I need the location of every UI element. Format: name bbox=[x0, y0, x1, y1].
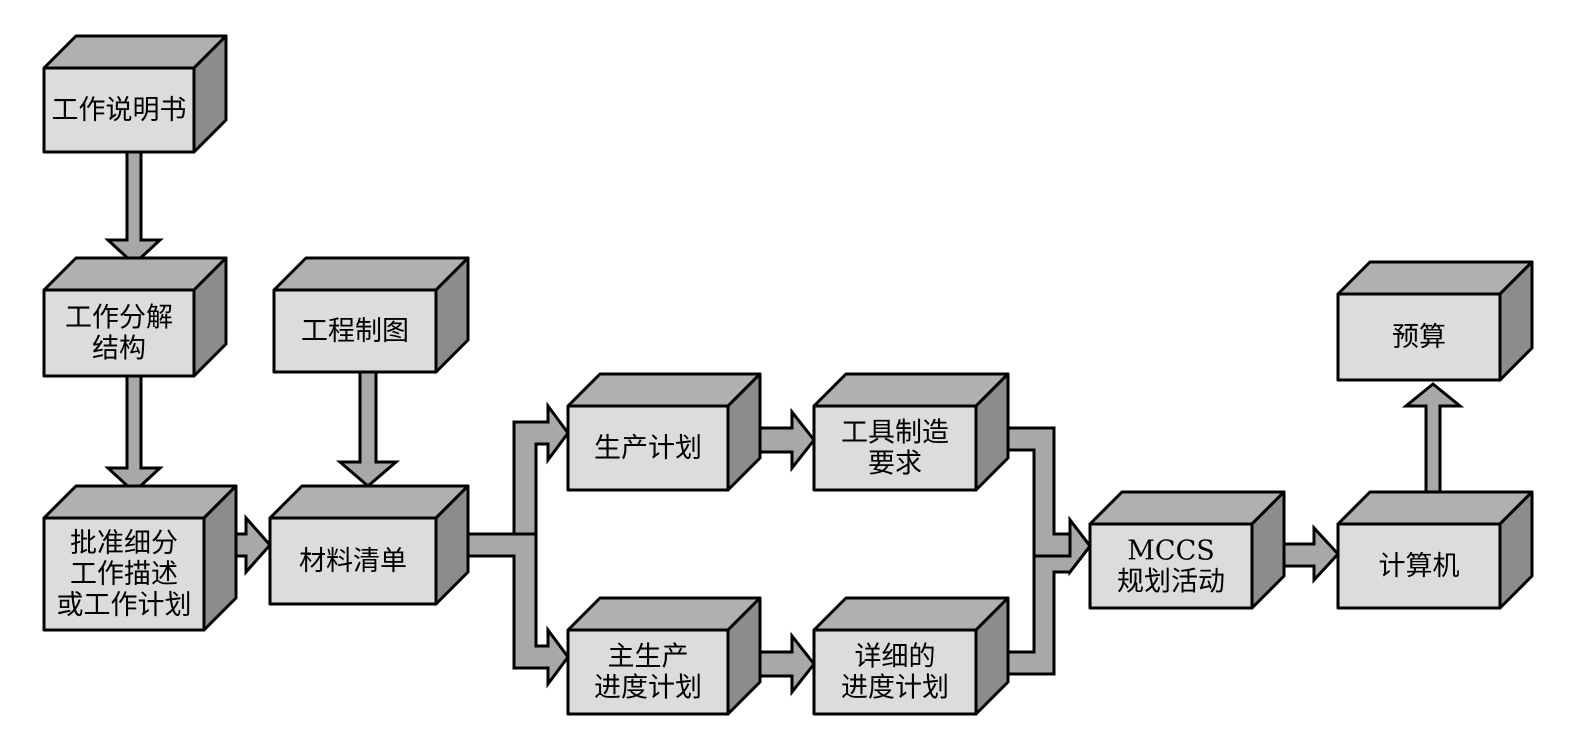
arrow-computer-to-budget bbox=[1401, 382, 1465, 494]
box-label-line: 进度计划 bbox=[594, 673, 702, 704]
box-label-line: 计算机 bbox=[1379, 551, 1460, 582]
box-label-line: 主生产 bbox=[608, 642, 689, 673]
box-label-line: 工作描述 bbox=[70, 559, 178, 590]
box-label-line: 结构 bbox=[92, 334, 146, 365]
box-label-line: 要求 bbox=[868, 449, 922, 480]
box-front-face bbox=[812, 628, 978, 716]
box-front-face bbox=[42, 288, 196, 378]
box-label-line: 批准细分 bbox=[70, 528, 178, 559]
box-label-line: 或工作计划 bbox=[57, 590, 192, 621]
box-label-line: 规划活动 bbox=[1117, 567, 1225, 598]
box-front-face bbox=[566, 628, 730, 716]
box-front-face bbox=[42, 516, 206, 632]
box-front-face bbox=[42, 66, 196, 154]
box-label-line: 进度计划 bbox=[841, 673, 949, 704]
box-front-face bbox=[268, 516, 438, 606]
box-production-plan: 生产计划 bbox=[566, 372, 762, 492]
box-label-line: 预算 bbox=[1392, 322, 1446, 353]
box-label-line: 工程制图 bbox=[301, 316, 409, 347]
box-front-face bbox=[566, 404, 730, 492]
box-label-line: MCCS bbox=[1127, 536, 1214, 567]
box-label-line: 工具制造 bbox=[841, 418, 949, 449]
box-top-face bbox=[268, 484, 470, 520]
arrow-work-statement-to-wbs bbox=[104, 150, 164, 267]
arrow-wbs-to-approved-work bbox=[104, 374, 164, 495]
box-engineering-drawing: 工程制图 bbox=[272, 256, 470, 374]
box-front-face bbox=[1336, 522, 1502, 610]
box-work-statement: 工作说明书 bbox=[42, 34, 228, 154]
box-front-face bbox=[272, 288, 438, 374]
edges-layer bbox=[104, 150, 1465, 697]
box-front-face bbox=[812, 404, 978, 492]
box-bill-of-materials: 材料清单 bbox=[268, 484, 470, 606]
box-label-line: 工作分解 bbox=[65, 303, 173, 334]
box-label-line: 生产计划 bbox=[594, 433, 702, 464]
box-label-line: 材料清单 bbox=[299, 546, 407, 577]
box-front-face bbox=[1088, 522, 1254, 610]
box-label-line: 工作说明书 bbox=[52, 95, 187, 126]
box-label-line: 详细的 bbox=[855, 642, 936, 673]
box-front-face bbox=[1336, 292, 1502, 382]
box-budget: 预算 bbox=[1336, 260, 1534, 382]
box-computer: 计算机 bbox=[1336, 490, 1534, 610]
arrow-bill-of-materials-to-master-production-schedule bbox=[434, 532, 570, 689]
arrow-engineering-drawing-to-bill-of-materials bbox=[335, 370, 401, 488]
